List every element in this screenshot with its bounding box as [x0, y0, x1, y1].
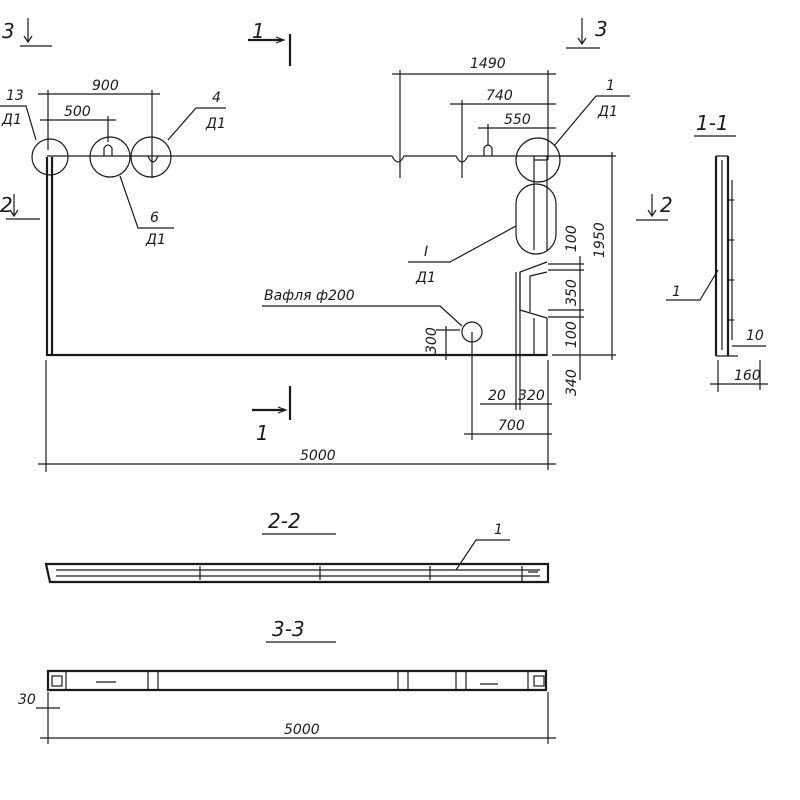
callout-number: I: [424, 244, 428, 260]
panel-elevation: [31, 136, 612, 410]
section-1-1: 1-1 1 10 160: [666, 111, 768, 392]
dim-100-top: 100: [564, 225, 580, 252]
callout-number: 4: [212, 90, 221, 106]
dim-160: 160: [734, 368, 761, 384]
callout-sheet: Д1: [205, 116, 226, 132]
dim-340: 340: [564, 369, 580, 396]
dim-550: 550: [504, 112, 531, 128]
section-3-3: 3-3 30 5000: [18, 617, 556, 744]
section-2-2: 2-2 1: [44, 509, 550, 584]
dim-30: 30: [18, 692, 36, 708]
section-label: 2: [0, 193, 13, 217]
section-mark-1-bottom: 1: [252, 386, 292, 445]
callout-sheet: Д1: [597, 104, 618, 120]
callout-I: I Д1: [408, 225, 517, 286]
dim-900: 900: [92, 78, 119, 94]
position-number: 1: [494, 522, 503, 538]
section-title: 2-2: [268, 509, 301, 533]
callout-sheet: Д1: [415, 270, 436, 286]
callout-number: 6: [150, 210, 159, 226]
callout-number: 13: [6, 88, 24, 104]
dimensions: 900 500 1490 740 550 1950 100 350 100 34…: [38, 56, 616, 472]
section-mark-3-right: 3: [566, 17, 608, 49]
dim-350: 350: [564, 279, 580, 306]
dim-300: 300: [424, 327, 440, 354]
dim-700: 700: [498, 418, 525, 434]
section-mark-2-right: 2: [636, 193, 673, 221]
callout-4: 4 Д1: [167, 90, 226, 141]
callout-number: 1: [606, 78, 615, 94]
position-number: 1: [672, 284, 681, 300]
dim-320: 320: [518, 388, 545, 404]
callout-1: 1 Д1: [553, 78, 630, 147]
callout-6: 6 Д1: [119, 175, 174, 248]
section-mark-3-left: 3: [2, 18, 52, 47]
dim-20: 20: [488, 388, 506, 404]
section-label: 3: [2, 19, 15, 43]
section-label: 1: [256, 421, 269, 445]
vent-label: Вафля ф200: [262, 288, 463, 327]
callout-sheet: Д1: [145, 232, 166, 248]
section-label: 2: [660, 193, 673, 217]
dim-5000: 5000: [300, 448, 336, 464]
callout-sheet: Д1: [1, 112, 22, 128]
section-title: 3-3: [272, 617, 305, 641]
dim-5000: 5000: [284, 722, 320, 738]
dim-500: 500: [64, 104, 91, 120]
dim-1950: 1950: [592, 222, 608, 258]
dim-1490: 1490: [470, 56, 506, 72]
callout-13: 13 Д1: [0, 88, 37, 141]
section-label: 3: [595, 17, 608, 41]
section-mark-2-left: 2: [0, 193, 40, 220]
vent-text: Вафля ф200: [264, 288, 355, 304]
dim-10: 10: [746, 328, 764, 344]
section-mark-1-top: 1: [248, 19, 292, 66]
section-label: 1: [252, 19, 265, 43]
section-title: 1-1: [696, 111, 729, 135]
dim-740: 740: [486, 88, 513, 104]
dim-100-bottom: 100: [564, 321, 580, 348]
